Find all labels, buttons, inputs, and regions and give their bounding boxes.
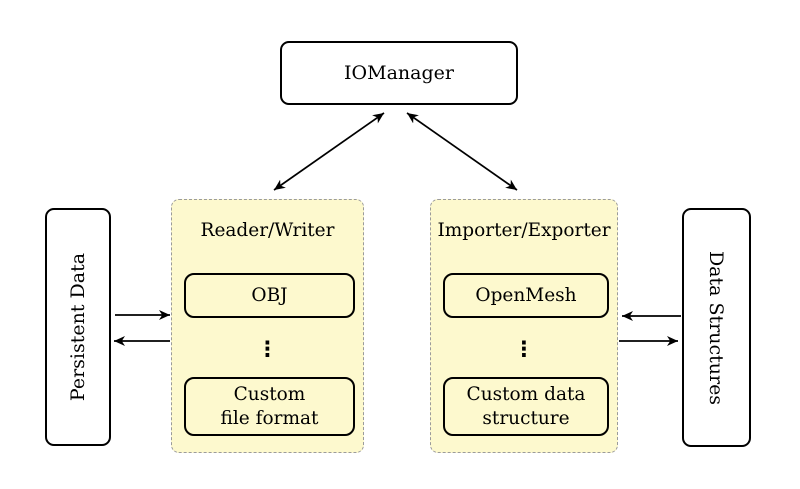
custom-data-structure-line1: Custom data [466, 384, 586, 406]
iomanager-node: IOManager [280, 41, 518, 105]
importer-exporter-group: Importer/Exporter OpenMesh ⋮ Custom data… [430, 199, 618, 453]
obj-label: OBJ [251, 284, 288, 306]
custom-file-format-node: Custom file format [184, 377, 355, 436]
importer-exporter-title: Importer/Exporter [437, 220, 611, 241]
reader-writer-title: Reader/Writer [200, 220, 335, 241]
obj-node: OBJ [184, 273, 355, 318]
custom-file-format-line2: file format [220, 407, 319, 429]
persistent-data-label: Persistent Data [67, 252, 89, 402]
reader-writer-ellipsis: ⋮ [257, 337, 278, 361]
openmesh-label: OpenMesh [475, 284, 577, 306]
custom-data-structure-line2: structure [482, 407, 570, 429]
data-structures-label: Data Structures [705, 250, 728, 405]
custom-file-format-line1: Custom [233, 384, 306, 406]
custom-data-structure-node: Custom data structure [443, 377, 609, 436]
openmesh-node: OpenMesh [443, 273, 609, 318]
importer-exporter-ellipsis: ⋮ [513, 337, 535, 361]
data-structures-node: Data Structures [682, 208, 751, 447]
iomanager-label: IOManager [344, 62, 454, 84]
arrow-iomanager-readerwriter [273, 112, 385, 191]
persistent-data-node: Persistent Data [45, 208, 111, 446]
arrow-iomanager-importerexporter [406, 112, 518, 191]
reader-writer-group: Reader/Writer OBJ ⋮ Custom file format [171, 199, 364, 453]
